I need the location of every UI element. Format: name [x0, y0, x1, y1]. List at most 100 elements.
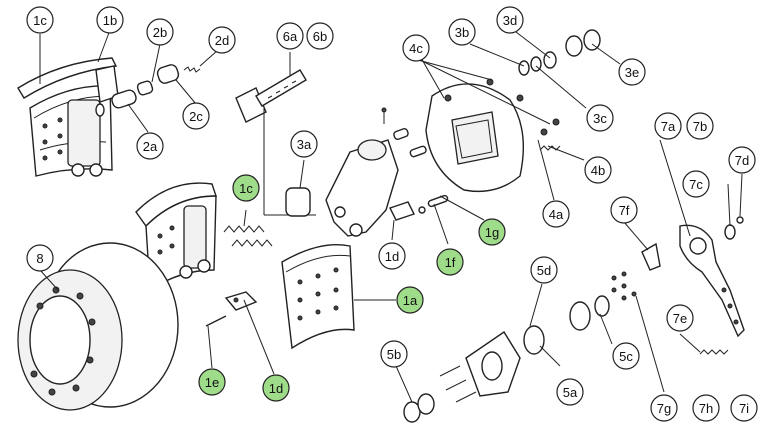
- callout-1f: 1f: [436, 248, 464, 276]
- callout-1c-mid: 1c: [232, 174, 260, 202]
- callout-label: 3a: [297, 137, 312, 152]
- callout-bubble: [306, 22, 334, 50]
- callout-7e: 7e: [666, 304, 694, 332]
- callout-bubble: [290, 130, 318, 158]
- callout-7d: 7d: [728, 146, 756, 174]
- callout-bubble: [136, 132, 164, 160]
- callout-bubble: [542, 200, 570, 228]
- callout-label: 1d: [385, 249, 399, 264]
- callout-1d-lower: 1d: [262, 374, 290, 402]
- callout-bubble: [556, 378, 584, 406]
- callout-label: 1g: [485, 225, 499, 240]
- callout-7f: 7f: [610, 196, 638, 224]
- callout-7a: 7a: [654, 112, 682, 140]
- callout-label: 3e: [625, 65, 639, 80]
- callout-bubble: [686, 112, 714, 140]
- callout-label: 4c: [409, 41, 423, 56]
- callout-2b: 2b: [146, 18, 174, 46]
- callout-3a: 3a: [290, 130, 318, 158]
- callout-label: 5d: [537, 263, 551, 278]
- callout-label: 7b: [693, 119, 707, 134]
- callout-label: 1b: [103, 13, 117, 28]
- callout-label: 7e: [673, 311, 687, 326]
- callout-label: 1c: [33, 13, 47, 28]
- callout-label: 2c: [189, 109, 203, 124]
- callout-bubble: [666, 304, 694, 332]
- callout-label: 3b: [455, 25, 469, 40]
- callout-bubble: [730, 394, 758, 422]
- callout-bubble: [478, 218, 506, 246]
- callout-7i: 7i: [730, 394, 758, 422]
- callout-3b: 3b: [448, 18, 476, 46]
- callout-4c: 4c: [402, 34, 430, 62]
- callout-7h: 7h: [692, 394, 720, 422]
- callout-bubble: [378, 242, 406, 270]
- callout-label: 2a: [143, 139, 158, 154]
- callout-4a: 4a: [542, 200, 570, 228]
- roller-pin-parts-drawing: [95, 64, 201, 117]
- callout-bubble: [530, 256, 558, 284]
- callout-label: 4a: [549, 207, 564, 222]
- callout-8: 8: [26, 244, 54, 272]
- callout-2a: 2a: [136, 132, 164, 160]
- callout-2d: 2d: [208, 26, 236, 54]
- camshaft-drawing: [235, 69, 316, 216]
- callout-label: 7a: [661, 119, 676, 134]
- callout-2c: 2c: [182, 102, 210, 130]
- callout-label: 7i: [739, 401, 749, 416]
- callout-label: 2d: [215, 33, 229, 48]
- callout-3d: 3d: [496, 6, 524, 34]
- callout-label: 4b: [591, 163, 605, 178]
- callout-bubble: [728, 146, 756, 174]
- callout-1d-upper: 1d: [378, 242, 406, 270]
- callout-label: 1c: [239, 181, 253, 196]
- callout-bubble: [618, 58, 646, 86]
- callout-bubble: [380, 340, 408, 368]
- leader-lines: [39, 29, 743, 403]
- callout-bubble: [496, 6, 524, 34]
- callout-bubble: [682, 170, 710, 198]
- anchor-pin-drawing: [205, 194, 449, 327]
- callout-bubble: [436, 248, 464, 276]
- callout-3e: 3e: [618, 58, 646, 86]
- callout-bubble: [692, 394, 720, 422]
- brake-shoe-set-drawing: [17, 57, 119, 177]
- callout-5c: 5c: [612, 342, 640, 370]
- callout-bubble: [262, 374, 290, 402]
- callout-bubble: [232, 174, 260, 202]
- callout-label: 7f: [619, 203, 630, 218]
- callout-1b: 1b: [96, 6, 124, 34]
- callout-label: 5a: [563, 385, 578, 400]
- callout-label: 1a: [403, 293, 418, 308]
- callout-label: 5c: [619, 349, 633, 364]
- callout-bubble: [396, 286, 424, 314]
- callout-bubble: [448, 18, 476, 46]
- callout-label: 7c: [689, 177, 703, 192]
- callout-5a: 5a: [556, 378, 584, 406]
- callout-bubble: [26, 6, 54, 34]
- callout-label: 1f: [445, 255, 456, 270]
- callout-6a: 6a: [276, 22, 304, 50]
- brake-shoe-drawing: [135, 182, 217, 292]
- callout-bubble: [610, 196, 638, 224]
- callout-label: 2b: [153, 25, 167, 40]
- callout-label: 7d: [735, 153, 749, 168]
- callout-bubble: [146, 18, 174, 46]
- callout-label: 8: [36, 251, 43, 266]
- callout-4b: 4b: [584, 156, 612, 184]
- return-springs-drawing: [223, 225, 273, 247]
- slack-adjuster-drawing: [641, 216, 745, 355]
- callout-label: 7h: [699, 401, 713, 416]
- callout-label: 1d: [269, 381, 283, 396]
- callout-5d: 5d: [530, 256, 558, 284]
- callout-bubble: [182, 102, 210, 130]
- callout-1e: 1e: [198, 368, 226, 396]
- callout-label: 5b: [387, 347, 401, 362]
- spider-bracket-drawing: [325, 107, 427, 237]
- callout-bubble: [402, 34, 430, 62]
- callout-label: 3d: [503, 13, 517, 28]
- callout-1g: 1g: [478, 218, 506, 246]
- brake-lining-drawing: [281, 244, 355, 350]
